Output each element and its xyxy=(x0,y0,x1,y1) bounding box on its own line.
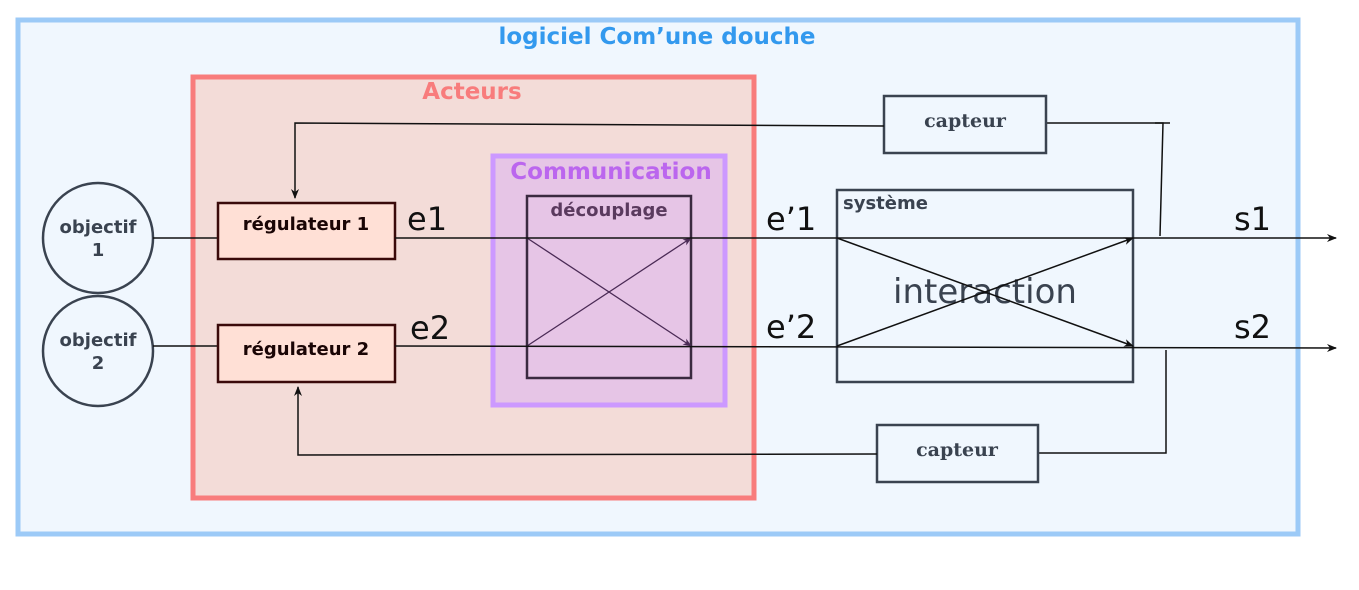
objectif-2-circle xyxy=(41,294,155,408)
systeme-cross-2 xyxy=(836,237,1134,347)
feedback-bottom-right xyxy=(1038,350,1167,454)
label-e2-prime: e’2 xyxy=(766,308,816,346)
objectif-1-line2: 1 xyxy=(92,240,105,261)
label-e2: e2 xyxy=(410,309,450,347)
label-e1-prime: e’1 xyxy=(766,200,816,238)
systeme-label: système xyxy=(843,193,928,214)
regulateur-2-label: régulateur 2 xyxy=(243,339,369,360)
capteur-bottom-box xyxy=(875,423,1040,484)
capteur-top-label: capteur xyxy=(924,110,1007,132)
objectif-2-line2: 2 xyxy=(92,353,105,374)
outer-title: logiciel Com’une douche xyxy=(498,24,815,50)
decouplage-cross-2 xyxy=(526,237,692,347)
capteur-bottom-label: capteur xyxy=(916,439,999,461)
feedback-bottom-left xyxy=(294,386,878,456)
acteurs-title: Acteurs xyxy=(422,79,521,105)
label-s2: s2 xyxy=(1234,308,1271,346)
systeme-box xyxy=(835,188,1135,384)
label-s1: s1 xyxy=(1234,200,1271,238)
regulateur-1-label: régulateur 1 xyxy=(243,214,369,235)
decouplage-label: découplage xyxy=(550,200,667,221)
capteur-top-box xyxy=(882,94,1048,155)
feedback-top-left xyxy=(291,122,885,199)
regulateur-2-box xyxy=(216,323,397,384)
objectif-1-line1: objectif xyxy=(60,217,137,238)
objectif-2-line1: objectif xyxy=(60,330,137,351)
label-e1: e1 xyxy=(407,200,447,238)
regulateur-1-box xyxy=(216,201,397,261)
objectif-1-circle xyxy=(41,181,155,295)
signal-line-2 xyxy=(394,343,1337,352)
communication-title: Communication xyxy=(510,159,711,185)
decouplage-box xyxy=(525,194,693,380)
